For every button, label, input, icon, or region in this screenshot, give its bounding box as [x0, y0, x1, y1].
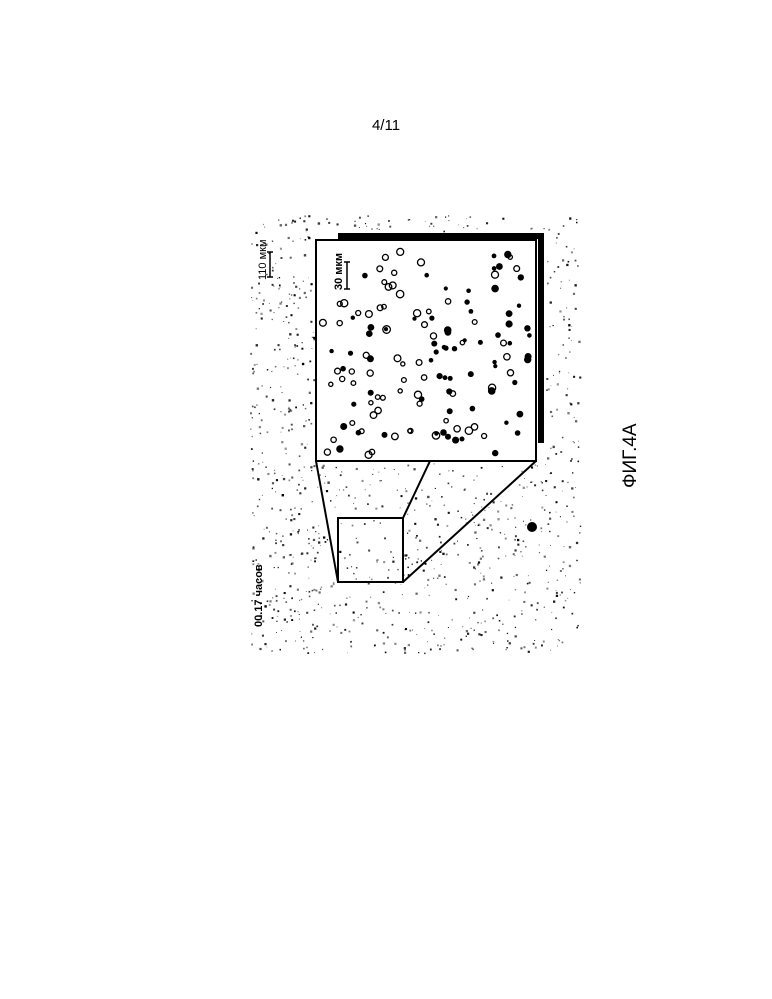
connector-line — [316, 461, 338, 582]
figure-caption: ФИГ.4A — [620, 423, 642, 488]
time-label: 00.17 часов — [253, 564, 265, 627]
selection-box — [338, 518, 403, 582]
outer-scale-label: 110 мкм — [257, 239, 269, 280]
inset-shadow-top — [338, 233, 544, 239]
connector-line — [403, 461, 430, 518]
microscopy-figure — [250, 215, 582, 655]
dark-spot — [527, 522, 537, 532]
inset-shadow-right — [538, 233, 544, 443]
page-number: 4/11 — [0, 117, 772, 134]
inner-scale-label: 30 мкм — [333, 253, 345, 290]
microscopy-image — [250, 215, 582, 655]
